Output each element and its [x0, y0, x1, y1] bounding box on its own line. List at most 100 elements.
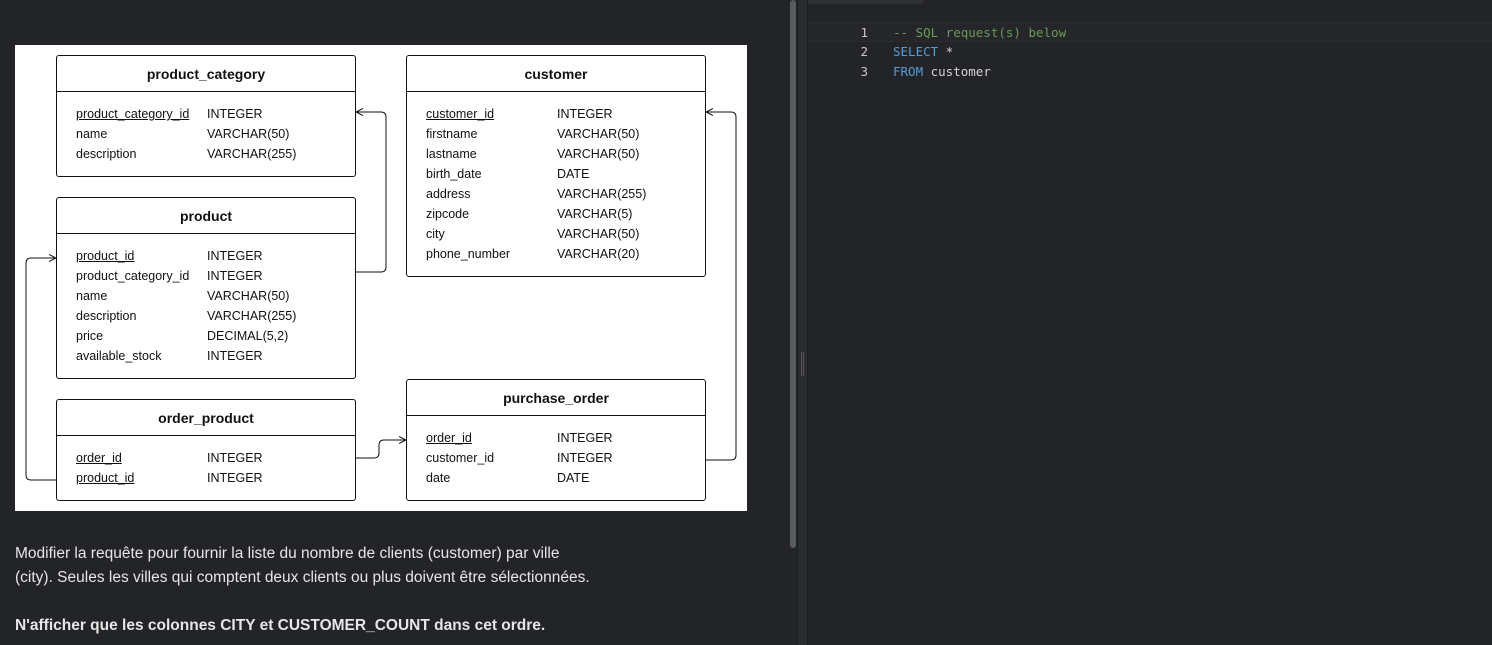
column-type: INTEGER — [207, 451, 263, 465]
primary-key-column: order_id — [76, 451, 122, 465]
table-row: price DECIMAL(5,2) — [57, 326, 355, 346]
exercise-instructions: Modifier la requête pour fournir la list… — [15, 542, 775, 638]
column-name: phone_number — [426, 247, 511, 261]
column-type: INTEGER — [207, 269, 263, 283]
column-type: VARCHAR(255) — [557, 187, 647, 201]
table-row: city VARCHAR(50) — [407, 224, 705, 244]
sql-keyword: FROM — [893, 64, 924, 79]
table-row: address VARCHAR(255) — [407, 184, 705, 204]
column-type: VARCHAR(50) — [557, 147, 640, 161]
sql-text: customer — [923, 64, 991, 79]
primary-key-column: customer_id — [426, 107, 495, 121]
instruction-line-1: Modifier la requête pour fournir la list… — [15, 545, 560, 562]
line-number: 3 — [860, 64, 868, 79]
table-columns: product_category_id INTEGER name VARCHAR(50… — [57, 92, 355, 164]
connector-order-product-to-purchase-order — [356, 440, 406, 459]
column-name: birth_date — [426, 167, 482, 181]
table-title: purchase_order — [407, 380, 705, 416]
column-type: VARCHAR(255) — [207, 147, 297, 161]
primary-key-column: product_id — [76, 249, 135, 263]
column-name: price — [76, 329, 104, 343]
table-title: customer — [407, 56, 705, 92]
column-type: VARCHAR(50) — [557, 227, 640, 241]
primary-key-column: product_id — [76, 471, 135, 485]
column-type: INTEGER — [207, 471, 263, 485]
instruction-bold: N'afficher que les colonnes CITY et CUST… — [15, 617, 546, 634]
table-row: available_stock INTEGER — [57, 346, 355, 366]
editor-tab[interactable] — [808, 0, 924, 4]
column-name: city — [426, 227, 445, 241]
table-row: description VARCHAR(255) — [57, 144, 355, 164]
table-row: order_id INTEGER — [57, 448, 355, 468]
table-row: firstname VARCHAR(50) — [407, 124, 705, 144]
splitter-grip-icon[interactable] — [801, 352, 804, 376]
code-text[interactable]: SELECT * — [893, 42, 953, 62]
column-name: available_stock — [76, 349, 162, 363]
code-line[interactable]: 3 FROM customer — [808, 62, 1492, 82]
table-row: product_category_id INTEGER — [57, 104, 355, 124]
table-row: product_id INTEGER — [57, 468, 355, 488]
table-row: date DATE — [407, 468, 705, 488]
column-type: VARCHAR(5) — [557, 207, 633, 221]
column-type: INTEGER — [207, 349, 263, 363]
column-name: firstname — [426, 127, 478, 141]
code-line[interactable]: 1 -- SQL request(s) below — [808, 22, 1492, 42]
table-row: product_category_id INTEGER — [57, 266, 355, 286]
column-name: name — [76, 127, 108, 141]
column-type: INTEGER — [557, 431, 613, 445]
connector-product-to-category — [356, 112, 387, 273]
table-title: product — [57, 198, 355, 234]
code-line[interactable]: 2 SELECT * — [808, 42, 1492, 62]
column-type: VARCHAR(255) — [207, 309, 297, 323]
column-name: zipcode — [426, 207, 470, 221]
line-number: 2 — [860, 44, 868, 59]
column-type: DECIMAL(5,2) — [207, 329, 289, 343]
primary-key-column: product_category_id — [76, 107, 190, 121]
sql-comment: -- SQL request(s) below — [893, 25, 1067, 40]
column-type: INTEGER — [557, 451, 613, 465]
column-name: name — [76, 289, 108, 303]
table-row: birth_date DATE — [407, 164, 705, 184]
column-name: product_category_id — [76, 269, 190, 283]
pane-splitter[interactable] — [797, 0, 808, 645]
column-name: description — [76, 147, 137, 161]
column-name: date — [426, 471, 451, 485]
table-row: customer_id INTEGER — [407, 448, 705, 468]
sql-keyword: SELECT — [893, 44, 939, 59]
table-row: name VARCHAR(50) — [57, 124, 355, 144]
sql-text: * — [938, 44, 954, 59]
left-pane-scrollbar[interactable] — [790, 0, 796, 548]
column-name: lastname — [426, 147, 477, 161]
column-type: INTEGER — [207, 107, 263, 121]
code-text[interactable]: FROM customer — [893, 62, 991, 82]
column-type: VARCHAR(50) — [557, 127, 640, 141]
code-text[interactable]: -- SQL request(s) below — [893, 23, 1066, 43]
column-type: INTEGER — [557, 107, 613, 121]
table-row: zipcode VARCHAR(5) — [407, 204, 705, 224]
table-title: product_category — [57, 56, 355, 92]
column-name: description — [76, 309, 137, 323]
column-type: DATE — [557, 471, 590, 485]
column-type: DATE — [557, 167, 590, 181]
column-type: VARCHAR(50) — [207, 127, 290, 141]
relationship-connectors — [25, 45, 737, 481]
connector-order-product-to-product — [25, 258, 56, 481]
line-number: 1 — [860, 25, 868, 40]
table-title: order_product — [57, 400, 355, 436]
sql-editor[interactable]: 1 -- SQL request(s) below 2 SELECT * 3 FROM c… — [808, 0, 1492, 645]
column-name: customer_id — [426, 451, 495, 465]
column-name: address — [426, 187, 471, 201]
